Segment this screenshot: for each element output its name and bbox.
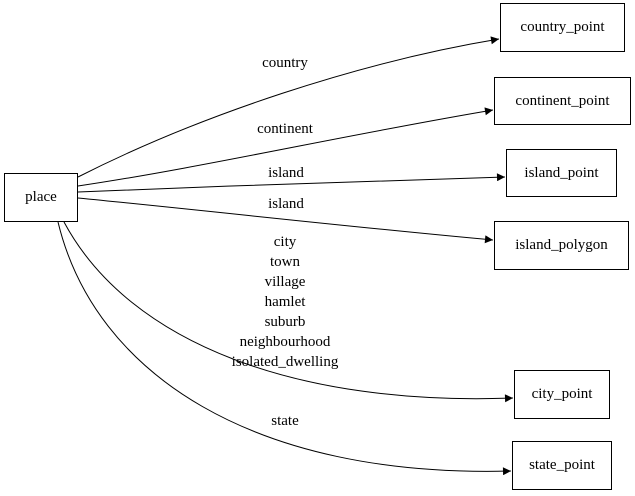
edge-place-to-state-point: [57, 221, 512, 476]
edge-label-city-variants: city town village hamlet suburb neighbou…: [231, 234, 339, 370]
edge-place-to-island-polygon: [77, 197, 494, 244]
edge-label-state: state: [271, 413, 299, 429]
node-continent-point-label: continent_point: [515, 92, 610, 109]
node-island-point: island_point: [506, 149, 617, 197]
node-place: place: [4, 173, 78, 222]
edge-label-island-point: island: [268, 165, 304, 181]
node-state-point: state_point: [512, 441, 612, 490]
node-island-polygon-label: island_polygon: [515, 237, 608, 253]
edge-place-to-country-point: [77, 36, 500, 178]
edge-label-continent: continent: [257, 121, 313, 137]
node-city-point-label: city_point: [531, 386, 593, 402]
node-country-point-label: country_point: [520, 19, 605, 35]
node-state-point-label: state_point: [529, 457, 595, 473]
node-island-point-label: island_point: [524, 164, 599, 181]
node-place-label: place: [25, 189, 57, 205]
edge-place-to-continent-point: [77, 107, 494, 187]
node-continent-point: continent_point: [494, 77, 631, 125]
node-island-polygon: island_polygon: [494, 221, 629, 270]
edge-label-island-polygon: island: [268, 196, 304, 212]
edge-place-to-city-point: [63, 221, 514, 403]
node-country-point: country_point: [500, 3, 625, 52]
edge-label-country: country: [262, 55, 308, 71]
edge-place-to-island-point: [77, 173, 506, 193]
node-city-point: city_point: [514, 370, 610, 419]
